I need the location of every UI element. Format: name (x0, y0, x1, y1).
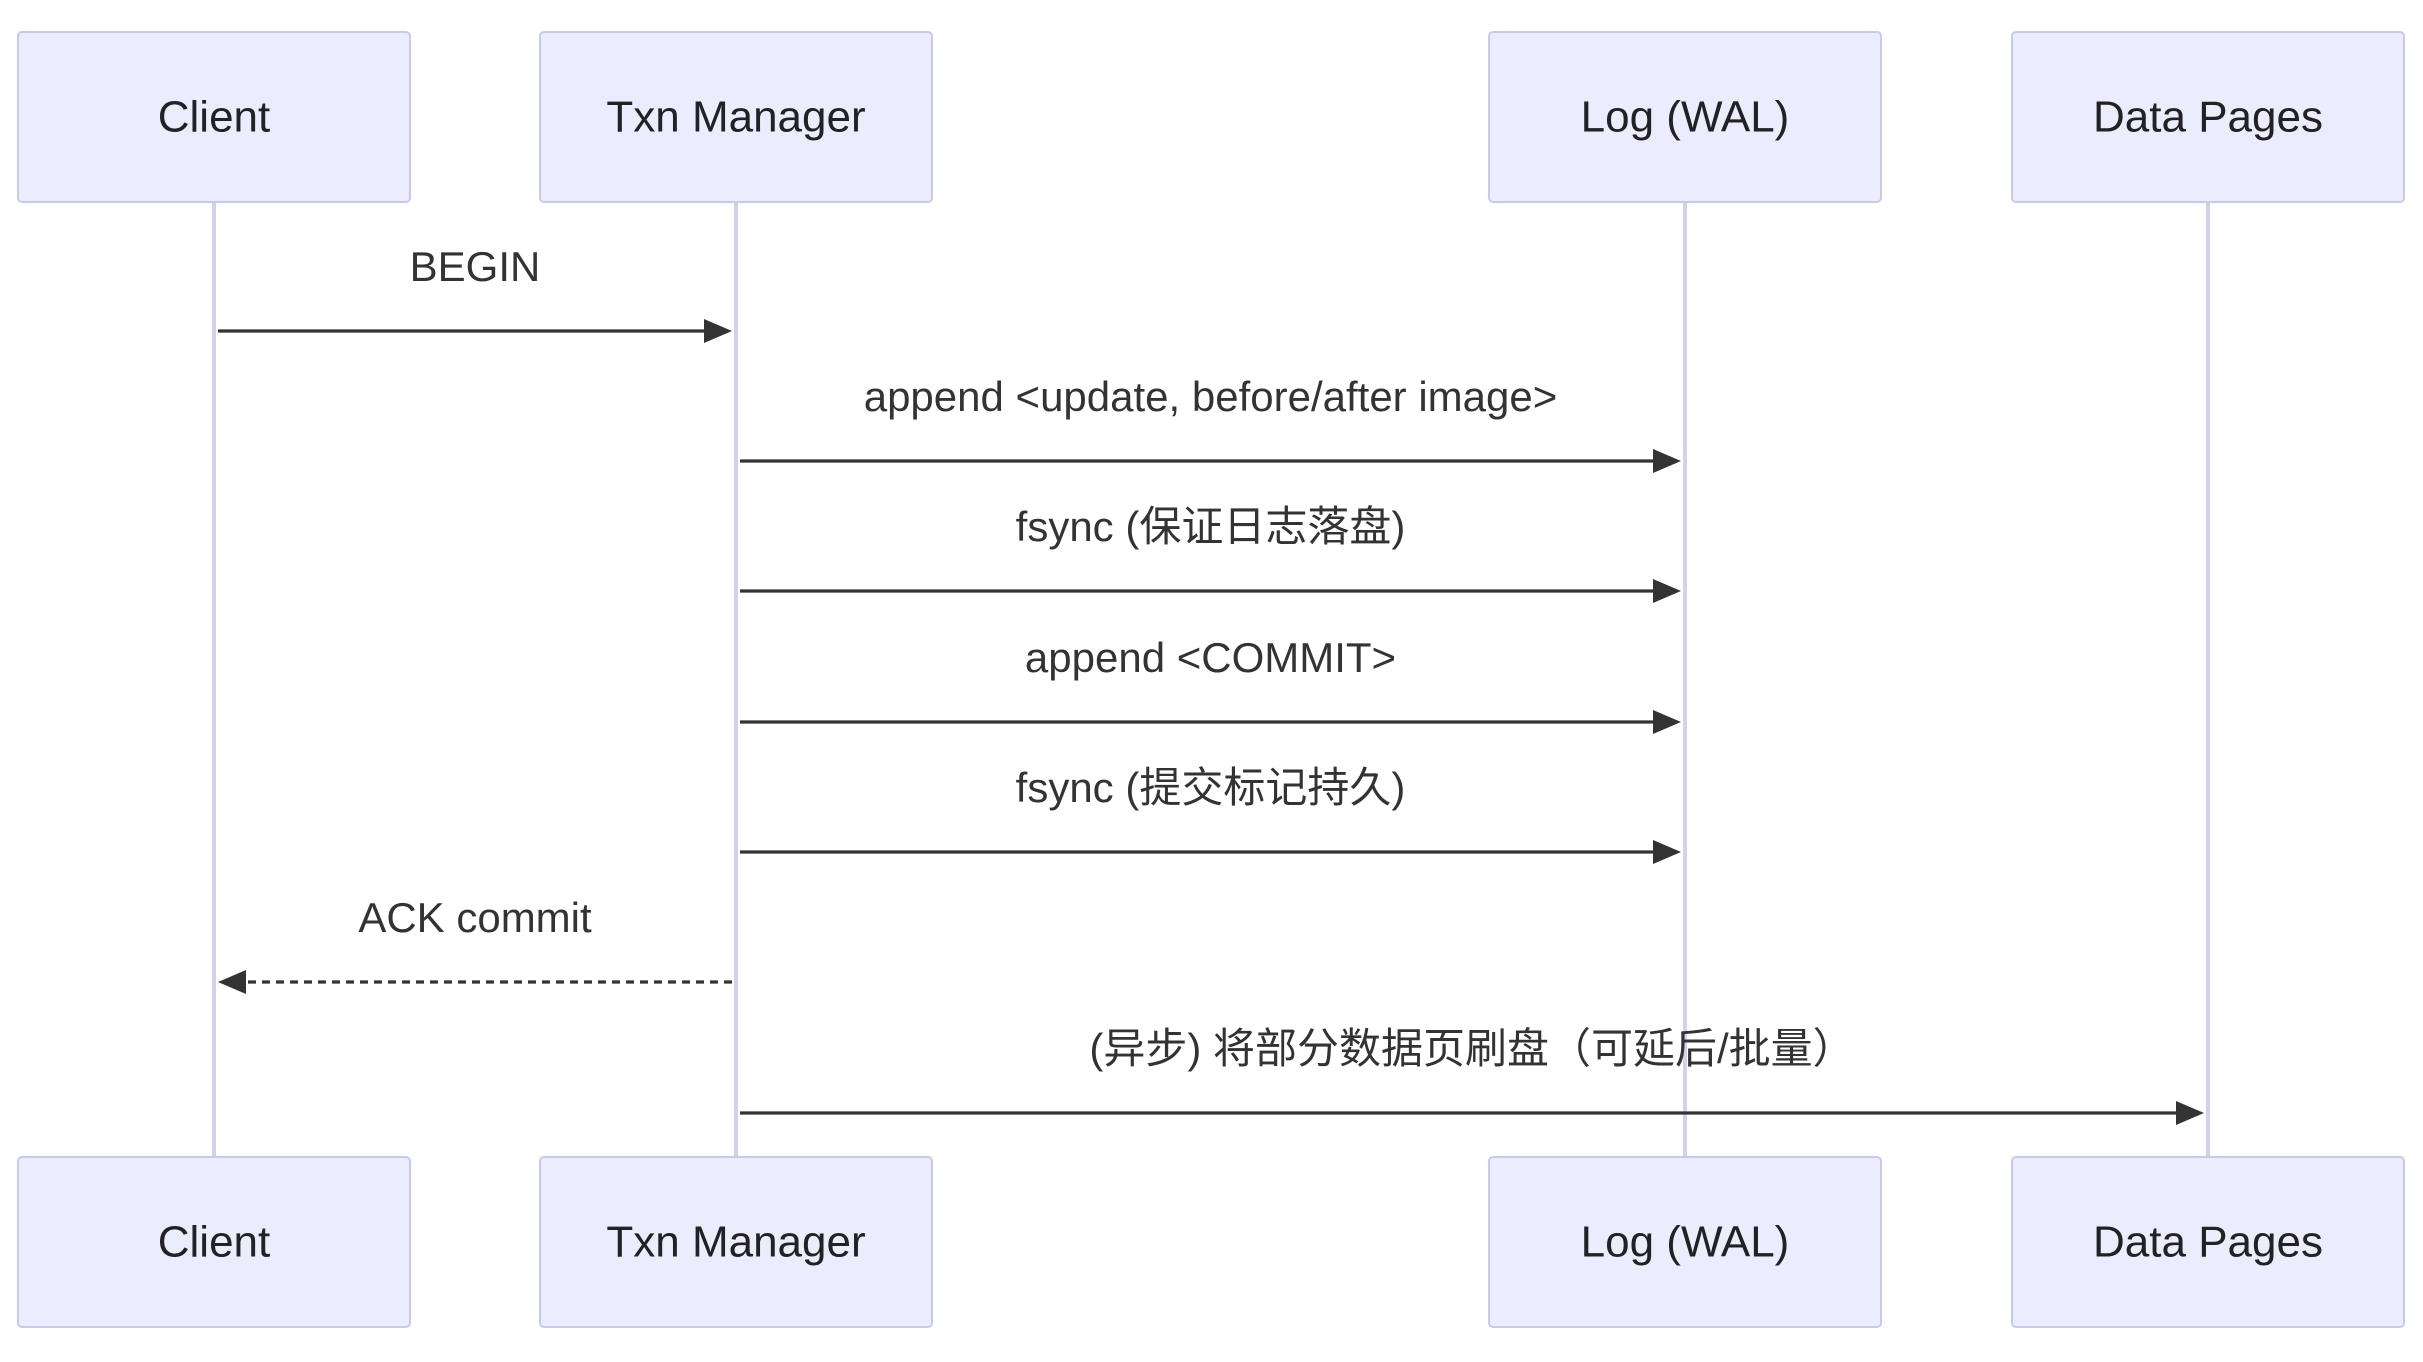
message-1-label: BEGIN (410, 243, 541, 290)
lifelines (212, 202, 2210, 1157)
messages: BEGIN append <update, before/after image>… (218, 243, 2204, 1125)
actor-label-client-top: Client (158, 93, 271, 142)
message-3: fsync (保证日志落盘) (740, 503, 1681, 603)
message-1: BEGIN (218, 243, 732, 343)
message-5-arrowhead (1653, 840, 1681, 864)
message-2: append <update, before/after image> (740, 373, 1681, 473)
message-7-label: (异步) 将部分数据页刷盘（可延后/批量） (1089, 1025, 1854, 1072)
message-5: fsync (提交标记持久) (740, 764, 1681, 864)
actor-box-data-bottom (2011, 1156, 2405, 1328)
message-6-label: ACK commit (358, 894, 592, 941)
message-2-arrowhead (1653, 449, 1681, 473)
actor-label-txn-top: Txn Manager (606, 93, 865, 142)
message-5-label: fsync (提交标记持久) (1016, 764, 1406, 811)
message-4-label: append <COMMIT> (1025, 634, 1396, 681)
actor-label-client-bottom: Client (158, 1218, 271, 1267)
message-6: ACK commit (218, 894, 732, 994)
message-7-arrowhead (2176, 1101, 2204, 1125)
message-6-arrowhead (218, 970, 246, 994)
actor-label-log-bottom: Log (WAL) (1581, 1218, 1790, 1267)
actors-bottom: Client Txn Manager Log (WAL) Data Pages (17, 1156, 2405, 1328)
actor-client-bottom: Client (17, 1156, 411, 1328)
actor-data-bottom: Data Pages (2011, 1156, 2405, 1328)
message-7: (异步) 将部分数据页刷盘（可延后/批量） (740, 1025, 2204, 1125)
actor-box-client-top (17, 31, 411, 203)
actor-log-bottom: Log (WAL) (1488, 1156, 1882, 1328)
actors-top: Client Txn Manager Log (WAL) Data Pages (17, 31, 2405, 203)
message-2-label: append <update, before/after image> (864, 373, 1558, 420)
message-3-label: fsync (保证日志落盘) (1016, 503, 1406, 550)
actor-box-txn-bottom (539, 1156, 933, 1328)
actor-txn-bottom: Txn Manager (539, 1156, 933, 1328)
message-1-arrowhead (704, 319, 732, 343)
message-4-arrowhead (1653, 710, 1681, 734)
actor-data-top: Data Pages (2011, 31, 2405, 203)
actor-box-txn-top (539, 31, 933, 203)
actor-label-log-top: Log (WAL) (1581, 93, 1790, 142)
actor-label-data-bottom: Data Pages (2093, 1218, 2323, 1267)
actor-box-client-bottom (17, 1156, 411, 1328)
actor-label-txn-bottom: Txn Manager (606, 1218, 865, 1267)
actor-box-log-top (1488, 31, 1882, 203)
actor-box-log-bottom (1488, 1156, 1882, 1328)
message-3-arrowhead (1653, 579, 1681, 603)
actor-log-top: Log (WAL) (1488, 31, 1882, 203)
actor-txn-top: Txn Manager (539, 31, 933, 203)
actor-client-top: Client (17, 31, 411, 203)
actor-box-data-top (2011, 31, 2405, 203)
message-4: append <COMMIT> (740, 634, 1681, 734)
actor-label-data-top: Data Pages (2093, 93, 2323, 142)
